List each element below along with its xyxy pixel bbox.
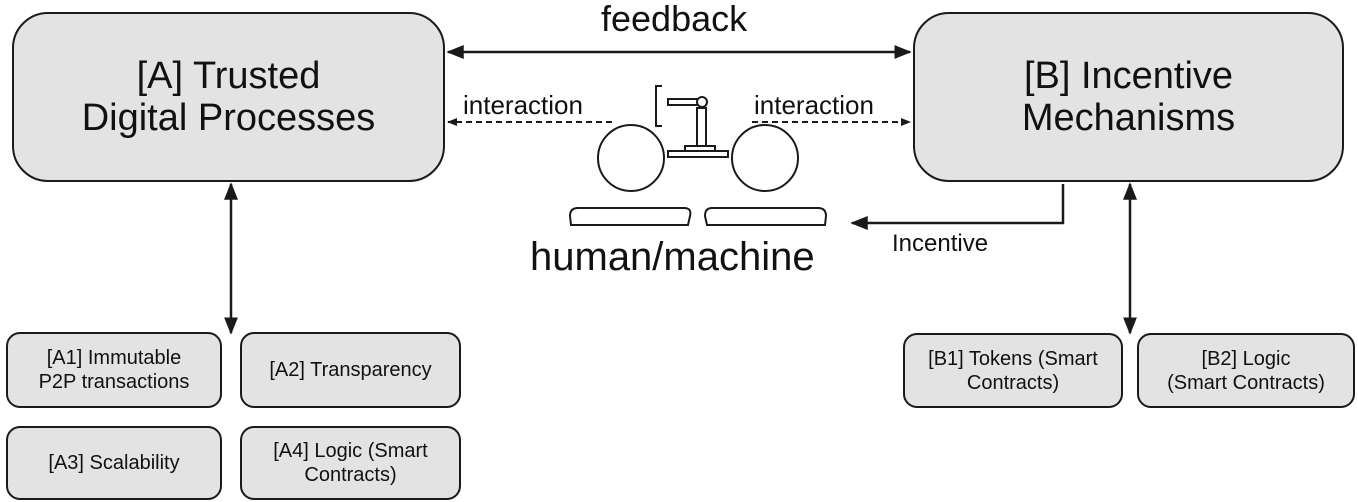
box-a-line2: Digital Processes — [81, 97, 376, 139]
a4-line1: [A4] Logic (Smart — [273, 440, 428, 462]
b2-line1: [B2] Logic — [1201, 347, 1291, 370]
a1-immutable-box: [A1] Immutable P2P transactions — [6, 332, 222, 408]
a4-line2: Contracts) — [304, 464, 397, 486]
robot-head-icon — [731, 124, 799, 192]
box-b-line1: [B] Incentive — [1023, 55, 1234, 97]
trusted-digital-processes-box: [A] Trusted Digital Processes — [12, 12, 445, 182]
incentive-mechanisms-box: [B] Incentive Mechanisms — [913, 12, 1344, 182]
interaction-right-label: interaction — [754, 90, 874, 120]
incentive-arrow — [850, 184, 1065, 230]
incentive-label: Incentive — [892, 230, 989, 257]
b2-logic-box: [B2] Logic (Smart Contracts) — [1137, 333, 1355, 408]
human-head-icon — [597, 124, 665, 192]
human-machine-label: human/machine — [530, 235, 815, 279]
a1-line2: P2P transactions — [38, 371, 190, 393]
b1-line2: Contracts) — [966, 371, 1060, 394]
box-a-line1: [A] Trusted — [136, 55, 321, 97]
a3-line1: [A3] Scalability — [48, 452, 180, 474]
a3-scalability-box: [A3] Scalability — [6, 426, 222, 500]
a1-line1: [A1] Immutable — [46, 347, 182, 369]
b1-line1: [B1] Tokens (Smart — [928, 347, 1098, 370]
robot-arm-icon — [655, 85, 729, 158]
b2-line2: (Smart Contracts) — [1167, 371, 1325, 394]
human-machine-pictogram — [568, 85, 828, 226]
a2-line1: [A2] Transparency — [269, 359, 432, 381]
b1-tokens-box: [B1] Tokens (Smart Contracts) — [903, 333, 1123, 408]
interaction-left-label: interaction — [463, 90, 583, 120]
box-b-line2: Mechanisms — [1021, 97, 1236, 139]
desk-icon — [568, 207, 828, 226]
a4-logic-box: [A4] Logic (Smart Contracts) — [240, 426, 461, 500]
a2-transparency-box: [A2] Transparency — [240, 332, 461, 408]
feedback-label: feedback — [601, 0, 748, 39]
